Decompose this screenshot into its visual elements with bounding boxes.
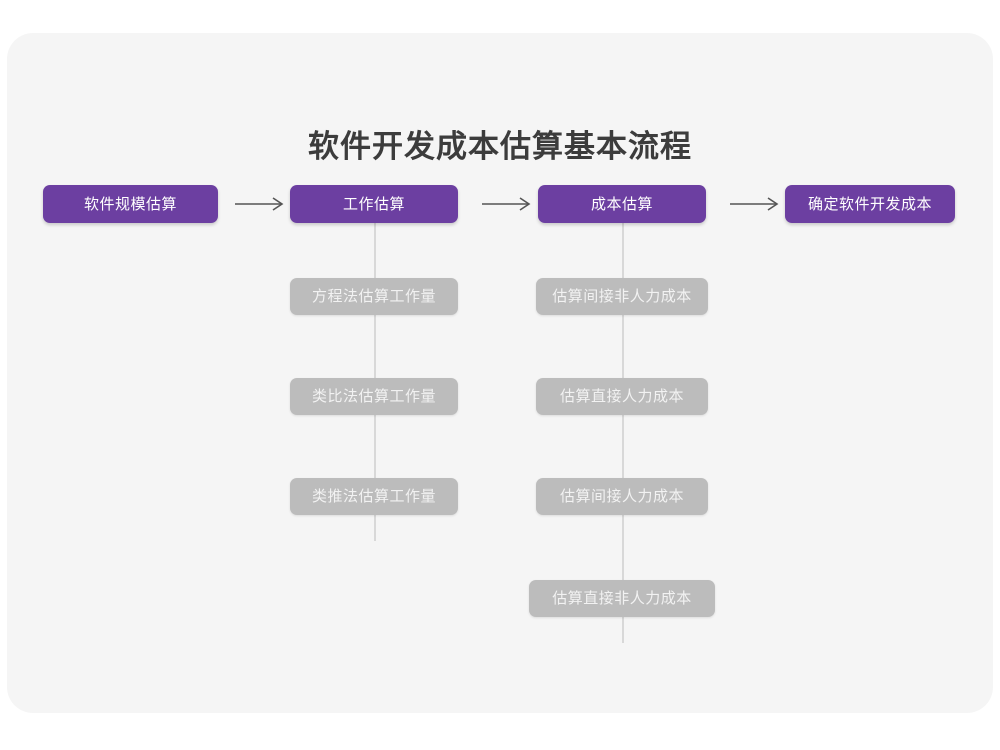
branch-node-direct-nonlabor-cost[interactable]: 估算直接非人力成本 xyxy=(529,580,715,617)
stage-label: 工作估算 xyxy=(342,195,405,213)
branch-node-inference-method[interactable]: 类推法估算工作量 xyxy=(290,478,458,515)
arrow-stage-1-to-2 xyxy=(482,194,534,214)
connector-line-cost-column xyxy=(622,221,624,643)
branch-node-direct-labor-cost[interactable]: 估算直接人力成本 xyxy=(536,378,708,415)
branch-label: 估算直接人力成本 xyxy=(559,388,684,405)
branch-node-equation-method[interactable]: 方程法估算工作量 xyxy=(290,278,458,315)
branch-label: 类推法估算工作量 xyxy=(311,488,436,505)
stage-label: 软件规模估算 xyxy=(83,195,177,213)
branch-node-indirect-nonlabor-cost[interactable]: 估算间接非人力成本 xyxy=(536,278,708,315)
stage-node-work-estimation[interactable]: 工作估算 xyxy=(290,185,458,223)
branch-label: 估算间接人力成本 xyxy=(559,488,684,505)
page-title: 软件开发成本估算基本流程 xyxy=(308,129,692,164)
flowchart: 软件规模估算 工作估算 成本估算 确定软 xyxy=(7,33,993,713)
stage-label: 确定软件开发成本 xyxy=(807,195,932,213)
stage-node-software-scale[interactable]: 软件规模估算 xyxy=(43,185,218,223)
stage-label: 成本估算 xyxy=(590,195,653,213)
branch-label: 估算直接非人力成本 xyxy=(552,590,692,607)
branch-label: 类比法估算工作量 xyxy=(311,388,436,405)
arrow-stage-0-to-1 xyxy=(235,194,287,214)
stage-node-cost-estimation[interactable]: 成本估算 xyxy=(538,185,706,223)
branch-node-indirect-labor-cost[interactable]: 估算间接人力成本 xyxy=(536,478,708,515)
branch-label: 估算间接非人力成本 xyxy=(552,288,692,305)
stage-node-final-cost[interactable]: 确定软件开发成本 xyxy=(785,185,955,223)
arrow-stage-2-to-3 xyxy=(730,194,782,214)
branch-label: 方程法估算工作量 xyxy=(311,288,436,305)
branch-node-analogy-method[interactable]: 类比法估算工作量 xyxy=(290,378,458,415)
diagram-card: 软件开发成本估算基本流程 软件规模估算 工作估算 成本估算 xyxy=(7,33,993,713)
